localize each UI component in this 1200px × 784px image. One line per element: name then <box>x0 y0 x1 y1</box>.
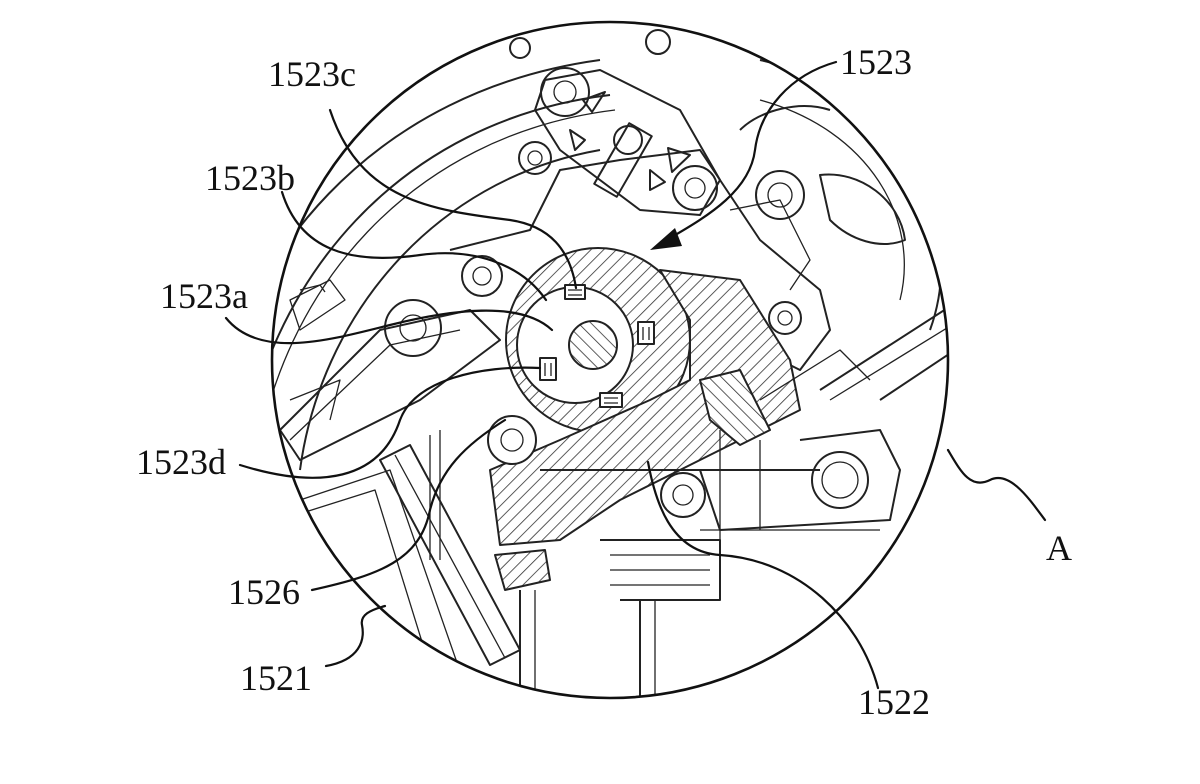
leader-1526 <box>310 418 507 592</box>
leader-lines <box>224 60 1047 690</box>
label-1526: 1526 <box>228 572 300 612</box>
reference-labels: 1523c 1523 1523b 1523a 1523d 1526 1521 1… <box>136 42 1072 722</box>
label-1523: 1523 <box>840 42 912 82</box>
leader-1523a <box>224 309 554 345</box>
leader-1523 <box>668 60 838 240</box>
leader-1522 <box>646 460 880 690</box>
leader-1523c <box>328 108 578 290</box>
label-A: A <box>1046 528 1072 568</box>
label-1523a: 1523a <box>160 276 248 316</box>
leader-1523d <box>238 366 542 479</box>
arrowhead-1523 <box>650 228 682 250</box>
label-1521: 1521 <box>240 658 312 698</box>
label-1523c: 1523c <box>268 54 356 94</box>
leader-1523b <box>280 190 548 302</box>
leader-1521 <box>324 604 387 668</box>
mechanism-drawing <box>272 29 948 698</box>
detail-circle-outline <box>270 20 950 700</box>
leader-A <box>946 448 1047 522</box>
label-1522: 1522 <box>858 682 930 722</box>
label-1523b: 1523b <box>205 158 295 198</box>
label-1523d: 1523d <box>136 442 226 482</box>
